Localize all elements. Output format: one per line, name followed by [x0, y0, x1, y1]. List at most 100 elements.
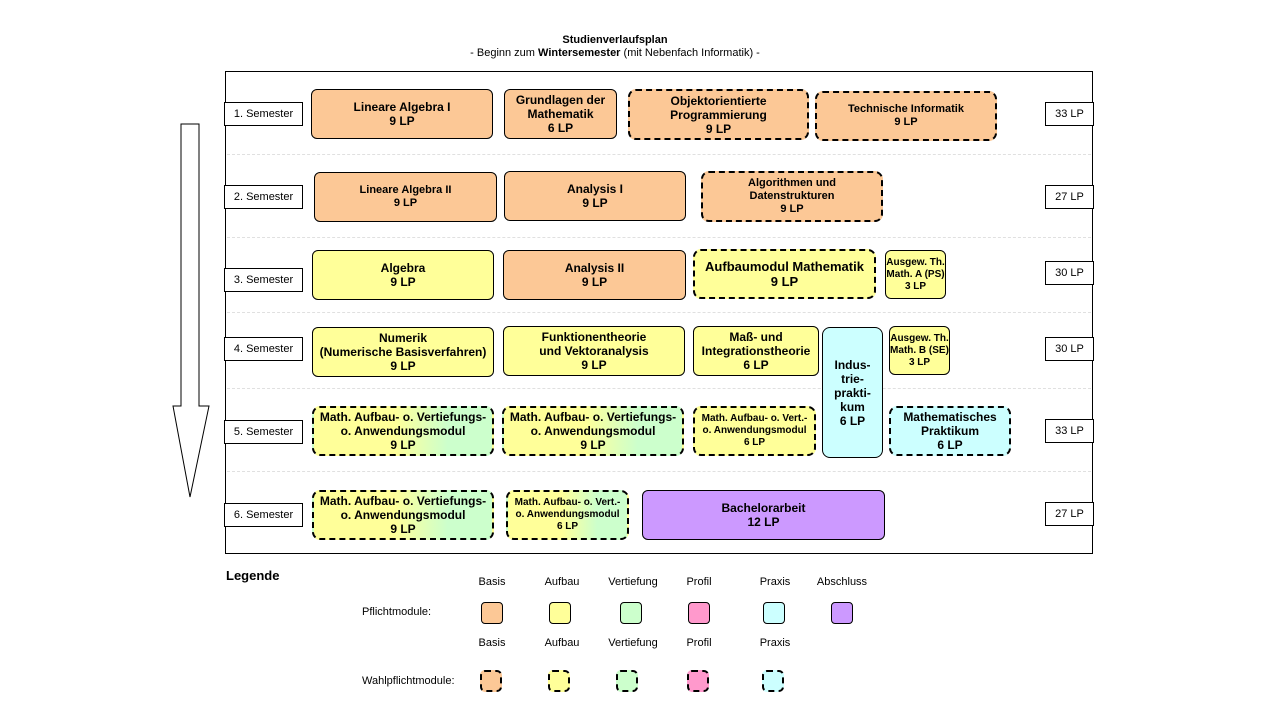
- legend-swatch-praxis-wahlpflicht: [762, 670, 784, 692]
- row-separator: [227, 471, 1091, 472]
- module-analysis-1[interactable]: Analysis I 9 LP: [504, 171, 686, 221]
- module-lp: 6 LP: [937, 438, 963, 452]
- module-lp: 9 LP: [780, 203, 804, 215]
- module-name: Math. Aufbau- o. Vertiefungs- o. Anwendu…: [319, 494, 487, 522]
- legend-header-praxis: Praxis: [759, 576, 791, 588]
- legend-header-aufbau: Aufbau: [544, 637, 580, 649]
- module-name: Algorithmen und Datenstrukturen: [748, 177, 836, 202]
- module-lineare-algebra-1[interactable]: Lineare Algebra I 9 LP: [311, 89, 493, 139]
- module-mathematisches-praktikum[interactable]: Mathematisches Praktikum 6 LP: [889, 406, 1011, 456]
- semester-label-5: 5. Semester: [224, 420, 303, 444]
- legend-header-basis: Basis: [478, 576, 506, 588]
- subtitle-semester: Wintersemester: [538, 47, 621, 59]
- module-lp: 9 LP: [582, 196, 608, 210]
- module-name: Technische Informatik: [848, 103, 964, 115]
- module-lp: 6 LP: [743, 437, 766, 448]
- legend-wahlpflicht-label: Wahlpflichtmodule:: [362, 675, 455, 687]
- module-lp: 6 LP: [556, 521, 579, 532]
- semester-label-3: 3. Semester: [224, 268, 303, 292]
- legend-header-vertiefung: Vertiefung: [608, 637, 658, 649]
- module-industriepraktikum[interactable]: Indus- trie- prakti- kum 6 LP: [822, 327, 883, 458]
- module-name: Algebra: [380, 261, 426, 275]
- module-name: Indus- trie- prakti- kum: [834, 357, 871, 414]
- legend-swatch-aufbau-wahlpflicht: [548, 670, 570, 692]
- plan-frame: [225, 71, 1093, 554]
- module-math-aufbau-vertiefung-s6-1[interactable]: Math. Aufbau- o. Vertiefungs- o. Anwendu…: [312, 490, 494, 540]
- legend-header-vertiefung: Vertiefung: [608, 576, 658, 588]
- subtitle-suffix: (mit Nebenfach Informatik) -: [620, 47, 760, 59]
- module-ausgewaehlte-themen-a[interactable]: Ausgew. Th. Math. A (PS) 3 LP: [885, 250, 946, 299]
- module-lp: 3 LP: [904, 280, 927, 292]
- module-lp: 9 LP: [580, 438, 606, 452]
- row-separator: [227, 388, 1091, 389]
- semester-lp-4: 30 LP: [1045, 337, 1094, 361]
- module-analysis-2[interactable]: Analysis II 9 LP: [503, 250, 686, 300]
- semester-lp-5: 33 LP: [1045, 419, 1094, 443]
- module-lp: 6 LP: [743, 358, 769, 372]
- subtitle-prefix: - Beginn zum: [470, 47, 539, 59]
- row-separator: [227, 312, 1091, 313]
- module-lp: 3 LP: [908, 356, 931, 368]
- legend-swatch-praxis: [763, 602, 785, 624]
- legend-swatch-vertiefung: [620, 602, 642, 624]
- semester-label-1: 1. Semester: [224, 102, 303, 126]
- module-grundlagen-mathematik[interactable]: Grundlagen der Mathematik 6 LP: [504, 89, 617, 139]
- module-name: Lineare Algebra II: [359, 184, 452, 196]
- module-funktionentheorie[interactable]: Funktionentheorie und Vektoranalysis 9 L…: [503, 326, 685, 376]
- module-objektorientierte-programmierung[interactable]: Objektorientierte Programmierung 9 LP: [628, 89, 809, 140]
- module-bachelorarbeit[interactable]: Bachelorarbeit 12 LP: [642, 490, 885, 540]
- module-numerik[interactable]: Numerik (Numerische Basisverfahren) 9 LP: [312, 327, 494, 377]
- module-name: Math. Aufbau- o. Vert.- o. Anwendungsmod…: [701, 413, 808, 436]
- module-name: Analysis II: [564, 261, 625, 275]
- module-algebra[interactable]: Algebra 9 LP: [312, 250, 494, 300]
- module-ausgewaehlte-themen-b[interactable]: Ausgew. Th. Math. B (SE) 3 LP: [889, 326, 950, 375]
- legend-title: Legende: [226, 568, 280, 583]
- page-subtitle: - Beginn zum Wintersemester (mit Nebenfa…: [0, 47, 1230, 59]
- module-lp: 6 LP: [839, 413, 866, 428]
- legend-swatch-basis: [481, 602, 503, 624]
- module-mass-integrationstheorie[interactable]: Maß- und Integrationstheorie 6 LP: [693, 326, 819, 376]
- module-lp: 6 LP: [547, 121, 574, 135]
- module-math-aufbau-vertiefung-s5-2[interactable]: Math. Aufbau- o. Vertiefungs- o. Anwendu…: [502, 406, 684, 456]
- module-name: Math. Aufbau- o. Vertiefungs- o. Anwendu…: [319, 410, 487, 438]
- module-lp: 9 LP: [705, 121, 732, 136]
- time-arrow-icon: [172, 123, 210, 498]
- module-lp: 9 LP: [894, 116, 918, 128]
- legend-header-praxis: Praxis: [759, 637, 791, 649]
- module-name: Maß- und Integrationstheorie: [701, 330, 811, 358]
- module-name: Numerik (Numerische Basisverfahren): [319, 331, 487, 359]
- module-algorithmen-datenstrukturen[interactable]: Algorithmen und Datenstrukturen 9 LP: [701, 171, 883, 222]
- module-name: Lineare Algebra I: [353, 100, 451, 114]
- module-technische-informatik[interactable]: Technische Informatik 9 LP: [815, 91, 997, 141]
- legend-swatch-profil-wahlpflicht: [687, 670, 709, 692]
- legend-swatch-vertiefung-wahlpflicht: [616, 670, 638, 692]
- module-lp: 9 LP: [390, 275, 416, 289]
- module-lp: 9 LP: [390, 522, 416, 536]
- module-lp: 9 LP: [389, 114, 415, 128]
- legend-header-basis: Basis: [478, 637, 506, 649]
- module-name: Ausgew. Th. Math. A (PS): [886, 256, 945, 280]
- legend-pflicht-label: Pflichtmodule:: [362, 606, 432, 618]
- module-lp: 9 LP: [581, 275, 608, 289]
- module-name: Math. Aufbau- o. Vertiefungs- o. Anwendu…: [509, 410, 677, 438]
- semester-lp-3: 30 LP: [1045, 261, 1094, 285]
- module-aufbaumodul-mathematik[interactable]: Aufbaumodul Mathematik 9 LP: [693, 249, 876, 299]
- module-lp: 9 LP: [390, 359, 416, 373]
- semester-label-2: 2. Semester: [224, 185, 303, 209]
- module-lp: 12 LP: [747, 515, 780, 529]
- module-name: Funktionentheorie und Vektoranalysis: [539, 330, 649, 358]
- semester-label-6: 6. Semester: [224, 503, 303, 527]
- semester-label-4: 4. Semester: [224, 337, 303, 361]
- module-math-aufbau-vert-s5-3[interactable]: Math. Aufbau- o. Vert.- o. Anwendungsmod…: [693, 406, 816, 456]
- module-math-aufbau-vert-s6-2[interactable]: Math. Aufbau- o. Vert.- o. Anwendungsmod…: [506, 490, 629, 540]
- module-lineare-algebra-2[interactable]: Lineare Algebra II 9 LP: [314, 172, 497, 222]
- legend-header-abschluss: Abschluss: [816, 576, 868, 588]
- module-lp: 9 LP: [390, 438, 416, 452]
- row-separator: [227, 154, 1091, 155]
- module-math-aufbau-vertiefung-s5-1[interactable]: Math. Aufbau- o. Vertiefungs- o. Anwendu…: [312, 406, 494, 456]
- module-lp: 9 LP: [581, 358, 607, 372]
- module-lp: 9 LP: [770, 274, 799, 289]
- module-name: Objektorientierte Programmierung: [670, 93, 767, 122]
- legend-swatch-basis-wahlpflicht: [480, 670, 502, 692]
- legend-swatch-profil: [688, 602, 710, 624]
